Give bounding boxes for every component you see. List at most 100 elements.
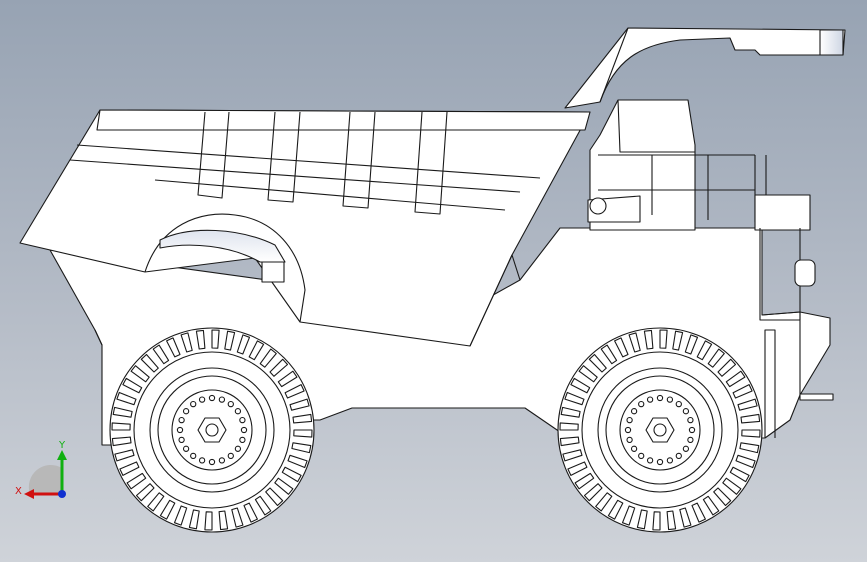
tread-block bbox=[224, 330, 236, 351]
hub-bolt bbox=[688, 426, 696, 434]
tread-block bbox=[659, 329, 668, 349]
tread-block bbox=[740, 413, 761, 424]
hub-bolt bbox=[630, 445, 638, 452]
hub-bolt bbox=[626, 436, 633, 444]
tread-block bbox=[729, 466, 750, 483]
hub-bolt bbox=[234, 408, 242, 415]
tread-block bbox=[254, 495, 272, 516]
tread-block bbox=[562, 449, 583, 462]
tread-block bbox=[600, 344, 618, 365]
hub-bolt bbox=[190, 452, 197, 460]
hub-bolt bbox=[675, 452, 682, 460]
tread-block bbox=[614, 337, 629, 358]
tread-block bbox=[147, 492, 165, 512]
tread-block bbox=[195, 329, 206, 350]
hub-bolt bbox=[208, 458, 216, 466]
hub-bolt bbox=[182, 408, 190, 415]
hub-bolt bbox=[624, 426, 632, 434]
tread-block bbox=[269, 358, 289, 377]
tread-block bbox=[119, 461, 140, 476]
coordinate-triad: X Y bbox=[10, 438, 80, 508]
tread-block bbox=[621, 505, 636, 526]
hub-bolt bbox=[626, 416, 633, 424]
hub-bolt bbox=[687, 436, 694, 444]
tread-block bbox=[188, 509, 200, 530]
tread-block bbox=[204, 511, 213, 531]
tread-block bbox=[707, 348, 725, 368]
tread-block bbox=[679, 507, 692, 528]
hub-bolt bbox=[198, 457, 206, 464]
hub-bolt bbox=[239, 436, 246, 444]
tread-block bbox=[643, 329, 654, 350]
tread-block bbox=[559, 422, 579, 431]
hub-bolt bbox=[208, 394, 216, 402]
tread-block bbox=[159, 499, 176, 520]
tread-block bbox=[111, 422, 131, 431]
tread-block bbox=[725, 370, 746, 388]
hub-bolt bbox=[176, 426, 184, 434]
tread-block bbox=[173, 505, 188, 526]
tread-block bbox=[732, 384, 753, 399]
hub-bolt bbox=[227, 400, 234, 408]
tread-block bbox=[166, 337, 181, 358]
tread-block bbox=[180, 332, 193, 353]
tread-block bbox=[735, 454, 756, 469]
hub-bolt bbox=[240, 426, 248, 434]
tread-block bbox=[112, 406, 133, 418]
tread-block bbox=[135, 483, 155, 502]
hub-bolt bbox=[638, 452, 645, 460]
tread-block bbox=[666, 510, 677, 531]
hub-bolt bbox=[239, 416, 246, 424]
tread-block bbox=[684, 334, 699, 355]
hub-bolt bbox=[178, 436, 185, 444]
tread-block bbox=[560, 406, 581, 418]
tread-block bbox=[628, 332, 641, 353]
tread-block bbox=[293, 429, 313, 438]
cab bbox=[587, 99, 816, 321]
hub-bolt bbox=[656, 458, 664, 466]
tread-block bbox=[243, 502, 258, 523]
hub-bolt bbox=[666, 457, 674, 464]
hub-bolt bbox=[682, 445, 690, 452]
dump-bed bbox=[19, 109, 591, 347]
front-wheel bbox=[557, 327, 763, 533]
front-tire-tread bbox=[559, 329, 761, 531]
tread-block bbox=[211, 329, 220, 349]
hub-bolt bbox=[675, 400, 682, 408]
tread-block bbox=[284, 384, 305, 399]
tread-block bbox=[116, 391, 137, 406]
rear-wheel bbox=[109, 327, 315, 533]
hub-bolt bbox=[227, 452, 234, 460]
tread-block bbox=[289, 398, 310, 411]
tread-block bbox=[248, 340, 265, 361]
tread-block bbox=[126, 472, 147, 490]
tread-block bbox=[291, 442, 312, 454]
tread-block bbox=[636, 509, 648, 530]
tread-block bbox=[583, 483, 603, 502]
tread-block bbox=[122, 377, 143, 394]
tread-block bbox=[152, 344, 170, 365]
hub-bolt bbox=[198, 396, 206, 403]
tread-block bbox=[672, 330, 684, 351]
tread-block bbox=[292, 413, 313, 424]
rear-tire-tread bbox=[111, 329, 313, 531]
tread-block bbox=[607, 499, 624, 520]
tread-block bbox=[287, 454, 308, 469]
tread-block bbox=[739, 442, 760, 454]
tread-block bbox=[281, 466, 302, 483]
hub-bolt bbox=[646, 396, 654, 403]
tread-block bbox=[722, 477, 742, 495]
hub-bolt bbox=[234, 445, 242, 452]
hub-bolt bbox=[218, 396, 226, 403]
tread-block bbox=[578, 365, 598, 383]
tread-block bbox=[741, 429, 761, 438]
tread-block bbox=[277, 370, 298, 388]
tread-block bbox=[140, 353, 159, 373]
x-axis-label: X bbox=[15, 486, 22, 497]
hub-bolt bbox=[638, 400, 645, 408]
hub-bolt bbox=[630, 408, 638, 415]
tread-block bbox=[713, 487, 732, 507]
tread-block bbox=[567, 461, 588, 476]
